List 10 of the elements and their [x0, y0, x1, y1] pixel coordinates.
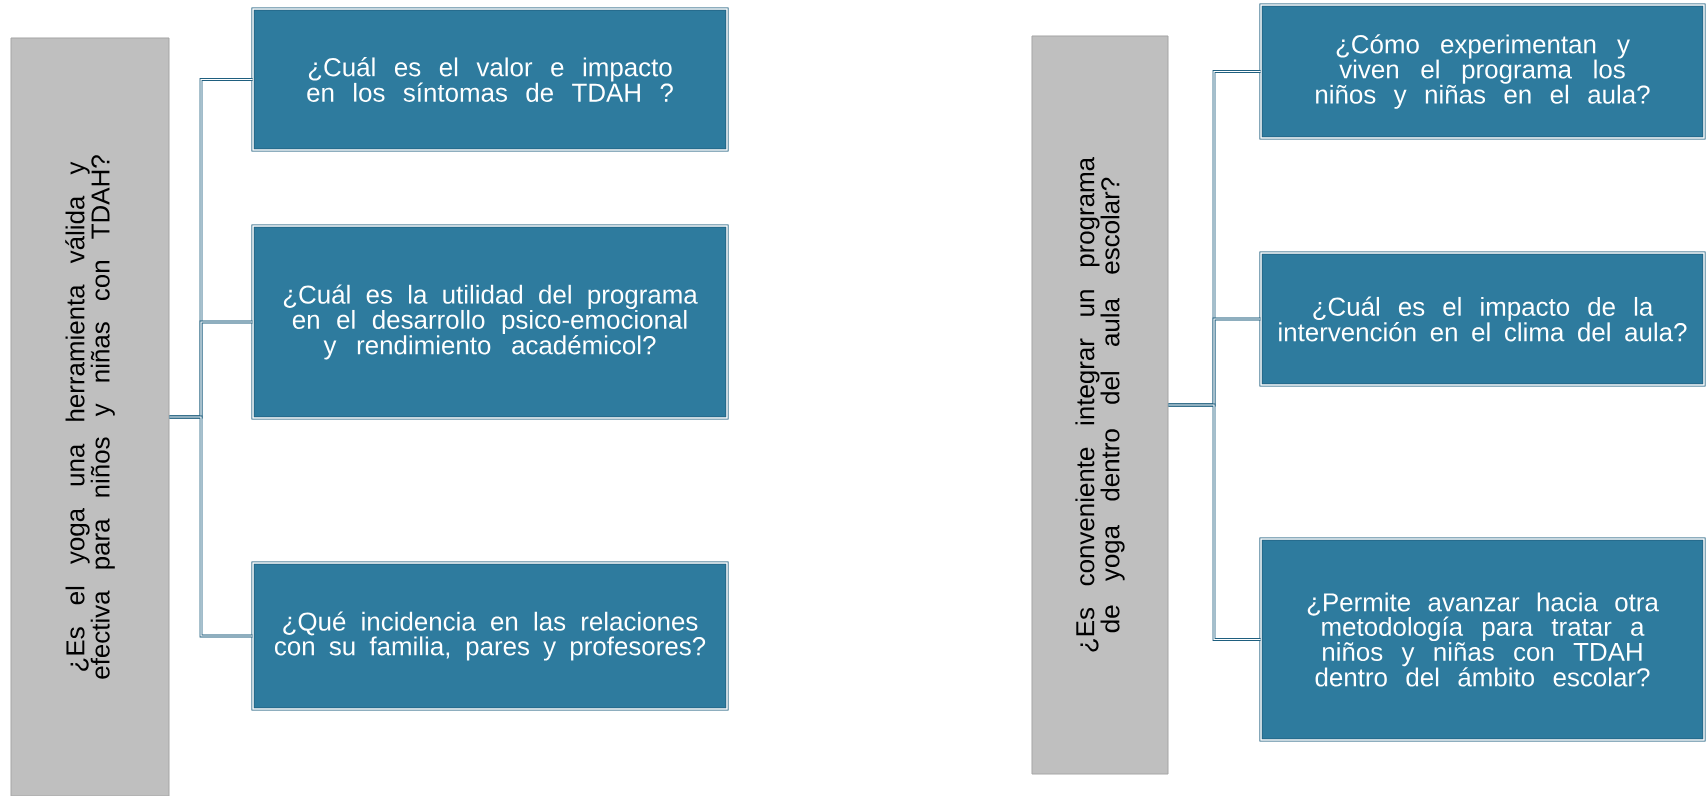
question-box: ¿Cuál es el valor e impacto en los síntomas de TDAH ?: [251, 7, 729, 152]
question-panel: ¿Es conveniente integrar un programa de yoga dentro del aula escolar?: [1031, 35, 1169, 775]
question-panel: ¿Es el yoga una herramienta válida y efectiva para niños y niñas con TDAH?: [10, 37, 170, 796]
connector-line: [1167, 403, 1262, 641]
question-box: ¿Permite avanzar hacia otra metodología para tratar a niños y niñas con TDAH dentro del ámbito escolar?: [1259, 537, 1706, 742]
question-box: ¿Cuál es el impacto de la intervención en el clima del aula?: [1259, 251, 1706, 387]
question-box: ¿Qué incidencia en las relaciones con su familia, pares y profesores?: [251, 561, 729, 711]
question-box: ¿Cuál es la utilidad del programa en el desarrollo psico-emocional y rendimiento académicol?: [251, 224, 729, 420]
question-box: ¿Cómo experimentan y viven el programa los niños y niñas en el aula?: [1259, 3, 1706, 140]
connector-line: [168, 415, 254, 638]
